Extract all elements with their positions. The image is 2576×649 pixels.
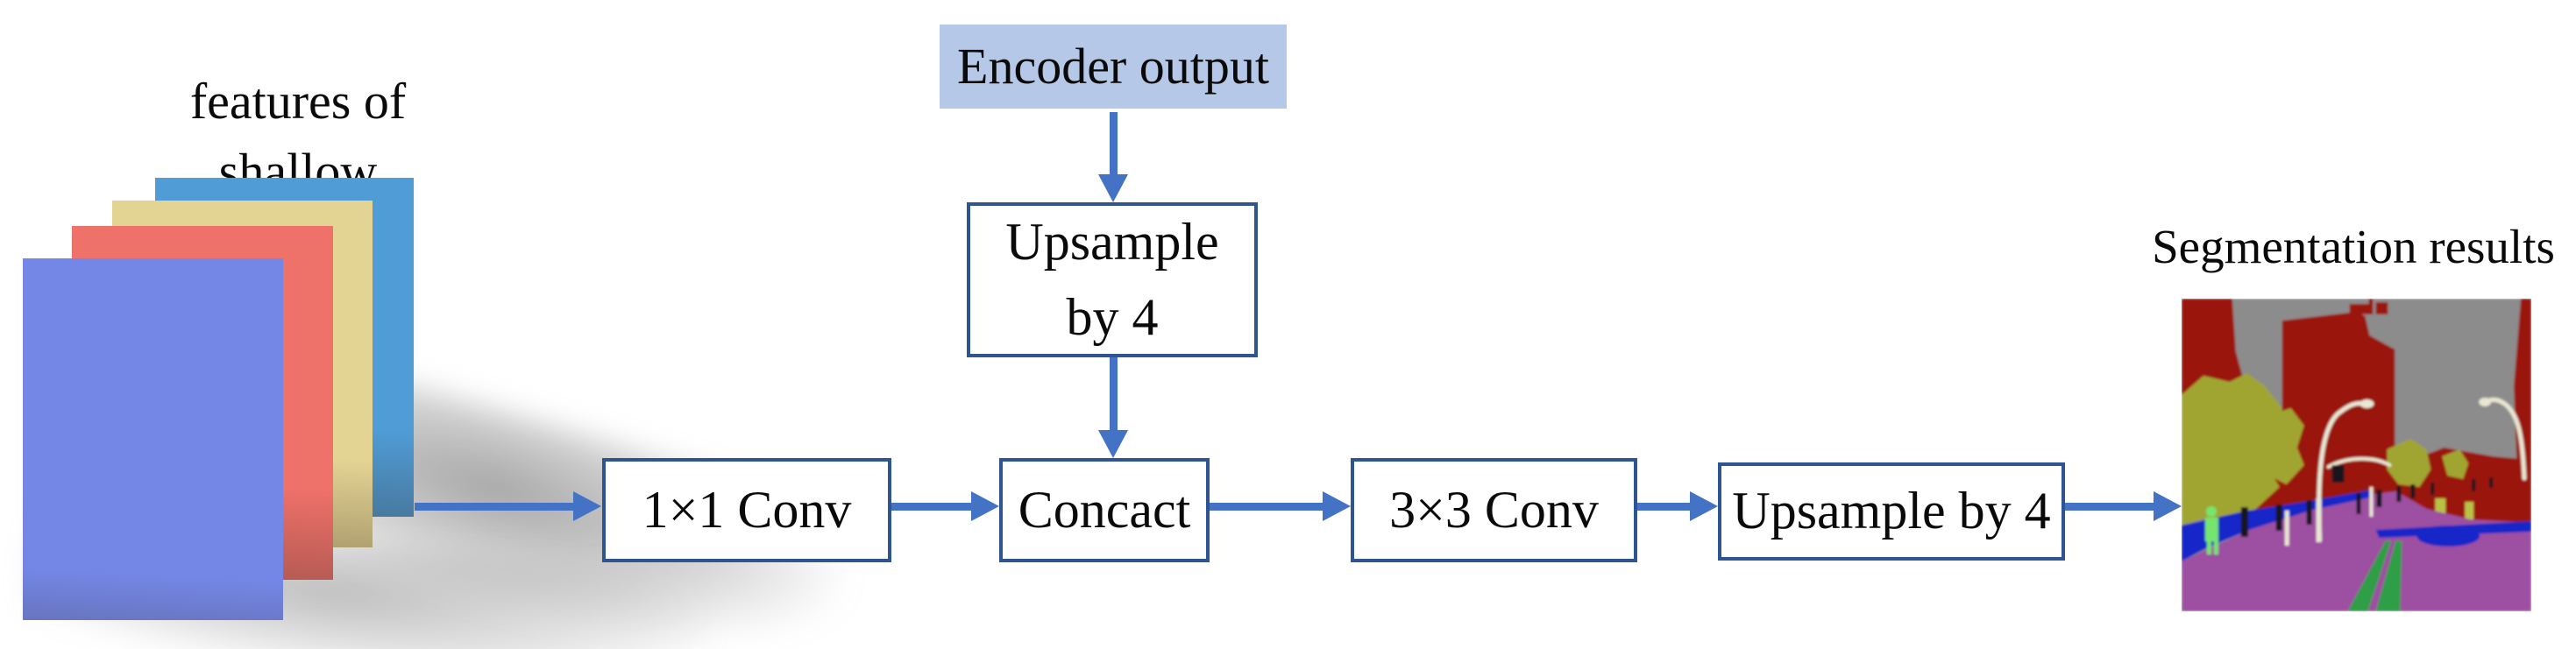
seg-lamp-arm bbox=[2326, 456, 2392, 469]
arrow-upsample-to-result-head bbox=[2154, 491, 2182, 521]
seg-pedestrian-leg bbox=[2206, 540, 2211, 554]
arrow-conv3x3-to-upsample-head bbox=[1690, 491, 1718, 521]
conv-3x3-box: 3×3 Conv bbox=[1351, 458, 1637, 562]
conv-3x3-label: 3×3 Conv bbox=[1389, 480, 1599, 539]
feature-stack-label-line1: features of bbox=[189, 73, 407, 130]
arrow-encoder-to-upsample-head bbox=[1098, 174, 1128, 202]
seg-tree-mid-right bbox=[2442, 449, 2469, 479]
seg-pole-dark bbox=[2275, 504, 2282, 531]
concact-label: Concact bbox=[1018, 480, 1191, 539]
seg-lane-marking bbox=[2347, 540, 2392, 611]
seg-tree-light-sliver bbox=[2435, 498, 2446, 523]
seg-pole-dark bbox=[2489, 477, 2494, 488]
seg-streetlamp-right bbox=[2485, 397, 2527, 481]
conv-1x1-label: 1×1 Conv bbox=[642, 480, 852, 539]
seg-tower-antenna bbox=[2375, 302, 2388, 314]
seg-pole-dark bbox=[2396, 486, 2402, 502]
seg-pole-dark bbox=[2356, 493, 2361, 514]
upsample-by-4-label-line2: by 4 bbox=[1066, 287, 1159, 346]
arrow-upsample-to-result-shaft bbox=[2065, 503, 2154, 511]
encoder-output-box: Encoder output bbox=[940, 25, 1287, 109]
seg-streetlamp-center-head bbox=[2360, 399, 2374, 408]
seg-building-right bbox=[2514, 299, 2531, 483]
seg-pole-dark bbox=[2306, 500, 2312, 525]
seg-pole-ivory bbox=[2284, 511, 2289, 546]
arrow-concact-to-conv3x3-shaft bbox=[1210, 503, 1323, 511]
upsample-by-4-final-label: Upsample by 4 bbox=[1732, 482, 2051, 540]
feature-map-layer-purple bbox=[23, 258, 283, 620]
seg-pedestrian-leg bbox=[2213, 540, 2218, 554]
conv-1x1-box: 1×1 Conv bbox=[602, 458, 891, 562]
seg-pole-dark bbox=[2410, 484, 2416, 498]
seg-streetlamp-center bbox=[2317, 401, 2365, 542]
segmentation-result-image bbox=[2182, 299, 2531, 611]
upsample-by-4-box: Upsample by 4 bbox=[967, 202, 1258, 357]
arrow-encoder-to-upsample-shaft bbox=[1110, 112, 1118, 175]
arrow-features-to-conv1x1-shaft bbox=[415, 503, 574, 511]
seg-tower-antenna bbox=[2368, 299, 2374, 314]
seg-pole-ivory bbox=[2316, 498, 2322, 542]
seg-lane-marking bbox=[2375, 540, 2402, 611]
seg-streetlamp-right-head bbox=[2479, 398, 2492, 406]
seg-pole-dark bbox=[2240, 507, 2248, 537]
concact-box: Concact bbox=[999, 458, 1210, 562]
seg-pedestrian-head bbox=[2205, 506, 2217, 517]
seg-pole-dark bbox=[2472, 479, 2476, 491]
seg-tree-mid bbox=[2387, 439, 2431, 487]
upsample-by-4-final-box: Upsample by 4 bbox=[1718, 462, 2065, 561]
seg-car bbox=[2416, 526, 2480, 547]
seg-tower-antenna bbox=[2349, 304, 2369, 314]
feature-stack-label: features of shallow bbox=[105, 67, 491, 207]
arrow-conv1x1-to-concact-head bbox=[971, 491, 999, 521]
arrow-features-to-conv1x1-head bbox=[573, 491, 601, 521]
seg-building-tower bbox=[2281, 312, 2395, 484]
seg-tree-left-arm bbox=[2264, 408, 2304, 484]
arrow-conv3x3-to-upsample-shaft bbox=[1637, 503, 1691, 511]
seg-tree-light-sliver bbox=[2465, 502, 2474, 525]
arrow-upsample-to-concact-head bbox=[1098, 430, 1128, 458]
seg-pole-ivory bbox=[2369, 487, 2374, 517]
upsample-by-4-label-line1: Upsample bbox=[1005, 213, 1219, 272]
seg-road bbox=[2182, 491, 2531, 611]
seg-pole-dark bbox=[2376, 490, 2382, 507]
arrow-conv1x1-to-concact-shaft bbox=[891, 503, 972, 511]
encoder-output-label: Encoder output bbox=[957, 37, 1269, 95]
seg-pole-dark bbox=[2431, 483, 2435, 495]
segmentation-results-title: Segmentation results bbox=[2152, 220, 2555, 273]
arrow-upsample-to-concact-shaft bbox=[1110, 357, 1118, 431]
seg-traffic-signal bbox=[2331, 465, 2345, 483]
seg-tree-left bbox=[2182, 373, 2285, 525]
arrow-concact-to-conv3x3-head bbox=[1323, 491, 1351, 521]
seg-pedestrian-body bbox=[2204, 518, 2218, 541]
seg-sidewalk-left bbox=[2182, 490, 2374, 561]
